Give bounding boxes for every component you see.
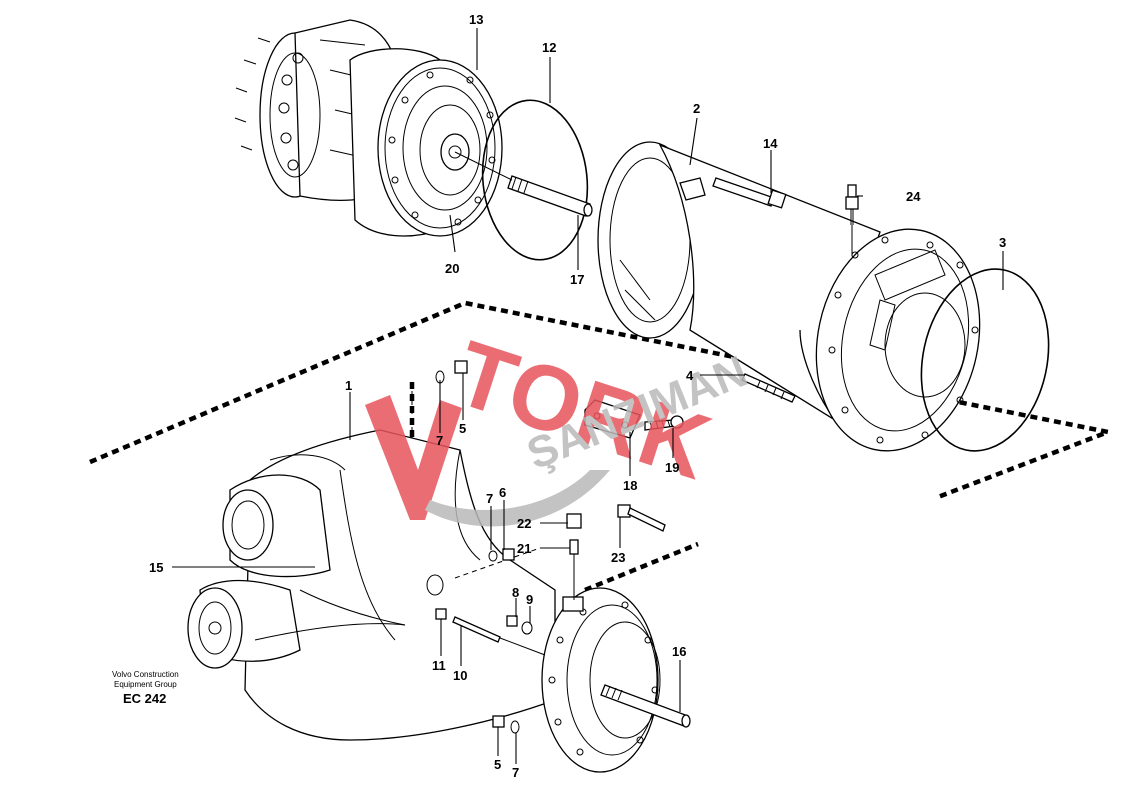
o-ring-12 [481,99,589,261]
callout-23: 23 [611,550,625,565]
watermark: TORK ŞANZIMAN [365,322,754,527]
callout-21: 21 [517,541,531,556]
differential-carrier-1 [187,429,556,741]
footer-code: EC 242 [123,691,166,706]
footer: Volvo Construction Equipment Group EC 24… [112,670,179,706]
watermark-logo-mark [365,395,462,520]
plate-18 [584,399,641,439]
callout-18: 18 [623,478,637,493]
end-housing [541,587,661,773]
callout-13: 13 [469,12,483,27]
callout-14: 14 [763,136,778,151]
footer-company-line2: Equipment Group [114,680,177,689]
callout-11: 11 [432,658,446,673]
callout-20: 20 [445,261,459,276]
leader-lines [172,28,1004,764]
callout-12: 12 [542,40,556,55]
callout-22: 22 [517,516,531,531]
footer-company-line1: Volvo Construction [112,670,179,679]
stud-4 [741,373,796,403]
callout-7-mid: 7 [486,491,493,506]
drive-shaft-17 [454,151,593,217]
drive-shaft-16 [600,684,691,728]
callout-24: 24 [906,189,921,204]
small-fasteners [435,360,666,734]
callout-2: 2 [693,101,700,116]
callout-17: 17 [570,272,584,287]
callout-9: 9 [526,592,533,607]
callout-10: 10 [453,668,467,683]
o-ring-3 [920,268,1050,452]
callout-8: 8 [512,585,519,600]
callout-5-bottom: 5 [494,757,501,772]
breather-24 [845,184,859,256]
callout-7-top: 7 [436,433,443,448]
callout-5-top: 5 [459,421,466,436]
callout-16: 16 [672,644,686,659]
callout-19: 19 [665,460,679,475]
callout-3: 3 [999,235,1006,250]
callout-7-bottom: 7 [512,765,519,780]
callout-1: 1 [345,378,352,393]
screw-19 [644,415,684,431]
wheel-hub-assembly [234,19,503,237]
callout-15: 15 [149,560,163,575]
callout-labels: 13 12 2 14 24 3 20 17 4 1 7 5 19 18 7 6 … [149,12,1006,780]
callout-4: 4 [686,368,694,383]
callout-6: 6 [499,485,506,500]
bolt-14 [712,177,787,209]
axle-housing-2 [597,141,981,452]
